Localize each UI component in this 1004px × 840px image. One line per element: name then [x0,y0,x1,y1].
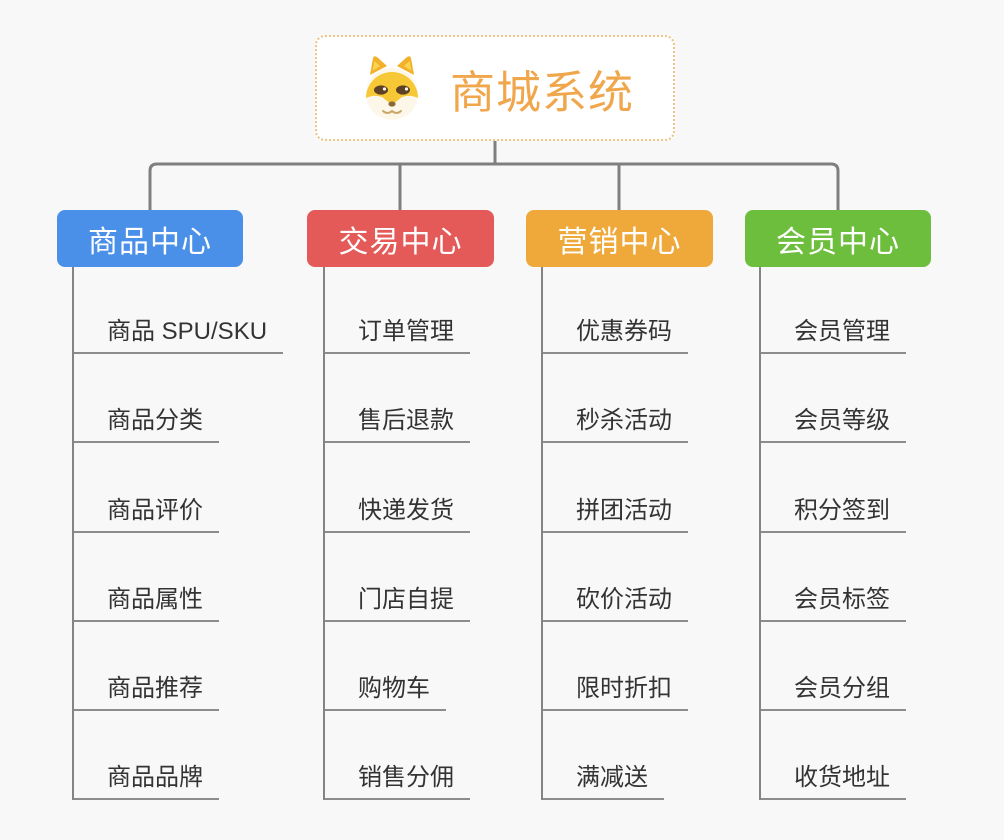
branch-label: 营销中心 [557,225,682,259]
child-node-product-category[interactable]: 商品分类 [74,405,219,443]
root-title: 商城系统 [449,66,634,118]
child-node-bargain-activity[interactable]: 砍价活动 [543,584,688,622]
branch-node-product-center[interactable]: 商品中心 [57,210,243,267]
child-node-group-buy[interactable]: 拼团活动 [543,495,688,533]
child-node-shipping-address[interactable]: 收货地址 [761,762,906,800]
child-node-member-group[interactable]: 会员分组 [761,673,906,711]
child-node-product-review[interactable]: 商品评价 [74,495,219,533]
branch-node-member-center[interactable]: 会员中心 [745,210,931,267]
branch-label: 交易中心 [338,225,463,259]
child-node-flash-sale[interactable]: 秒杀活动 [543,405,688,443]
child-node-sales-commission[interactable]: 销售分佣 [325,762,470,800]
child-node-express-delivery[interactable]: 快递发货 [325,495,470,533]
children-group-member-center: 会员管理 会员等级 积分签到 会员标签 会员分组 收货地址 [759,267,906,800]
child-node-points-checkin[interactable]: 积分签到 [761,495,906,533]
child-node-order-management[interactable]: 订单管理 [325,316,470,354]
child-node-product-spu-sku[interactable]: 商品 SPU/SKU [74,316,284,354]
branch-node-trade-center[interactable]: 交易中心 [307,210,494,267]
child-node-member-tag[interactable]: 会员标签 [761,584,906,622]
child-node-product-attribute[interactable]: 商品属性 [74,584,219,622]
child-node-limited-time-discount[interactable]: 限时折扣 [543,673,688,711]
child-node-coupon-code[interactable]: 优惠券码 [543,316,688,354]
root-node[interactable]: 商城系统 [315,35,675,141]
child-node-after-sales-refund[interactable]: 售后退款 [325,405,470,443]
child-node-member-level[interactable]: 会员等级 [761,405,906,443]
branch-label: 会员中心 [776,225,900,259]
branch-label: 商品中心 [88,225,212,259]
children-group-trade-center: 订单管理 售后退款 快递发货 门店自提 购物车 销售分佣 [323,267,470,800]
shiba-dog-icon [365,56,418,120]
child-node-product-recommend[interactable]: 商品推荐 [74,673,219,711]
child-node-shopping-cart[interactable]: 购物车 [325,673,446,711]
child-node-member-management[interactable]: 会员管理 [761,316,906,354]
branch-node-marketing-center[interactable]: 营销中心 [526,210,713,267]
child-node-full-reduction[interactable]: 满减送 [543,762,664,800]
children-group-product-center: 商品 SPU/SKU 商品分类 商品评价 商品属性 商品推荐 商品品牌 [72,267,284,800]
child-node-store-pickup[interactable]: 门店自提 [325,584,470,622]
children-group-marketing-center: 优惠券码 秒杀活动 拼团活动 砍价活动 限时折扣 满减送 [541,267,688,800]
child-node-product-brand[interactable]: 商品品牌 [74,762,219,800]
